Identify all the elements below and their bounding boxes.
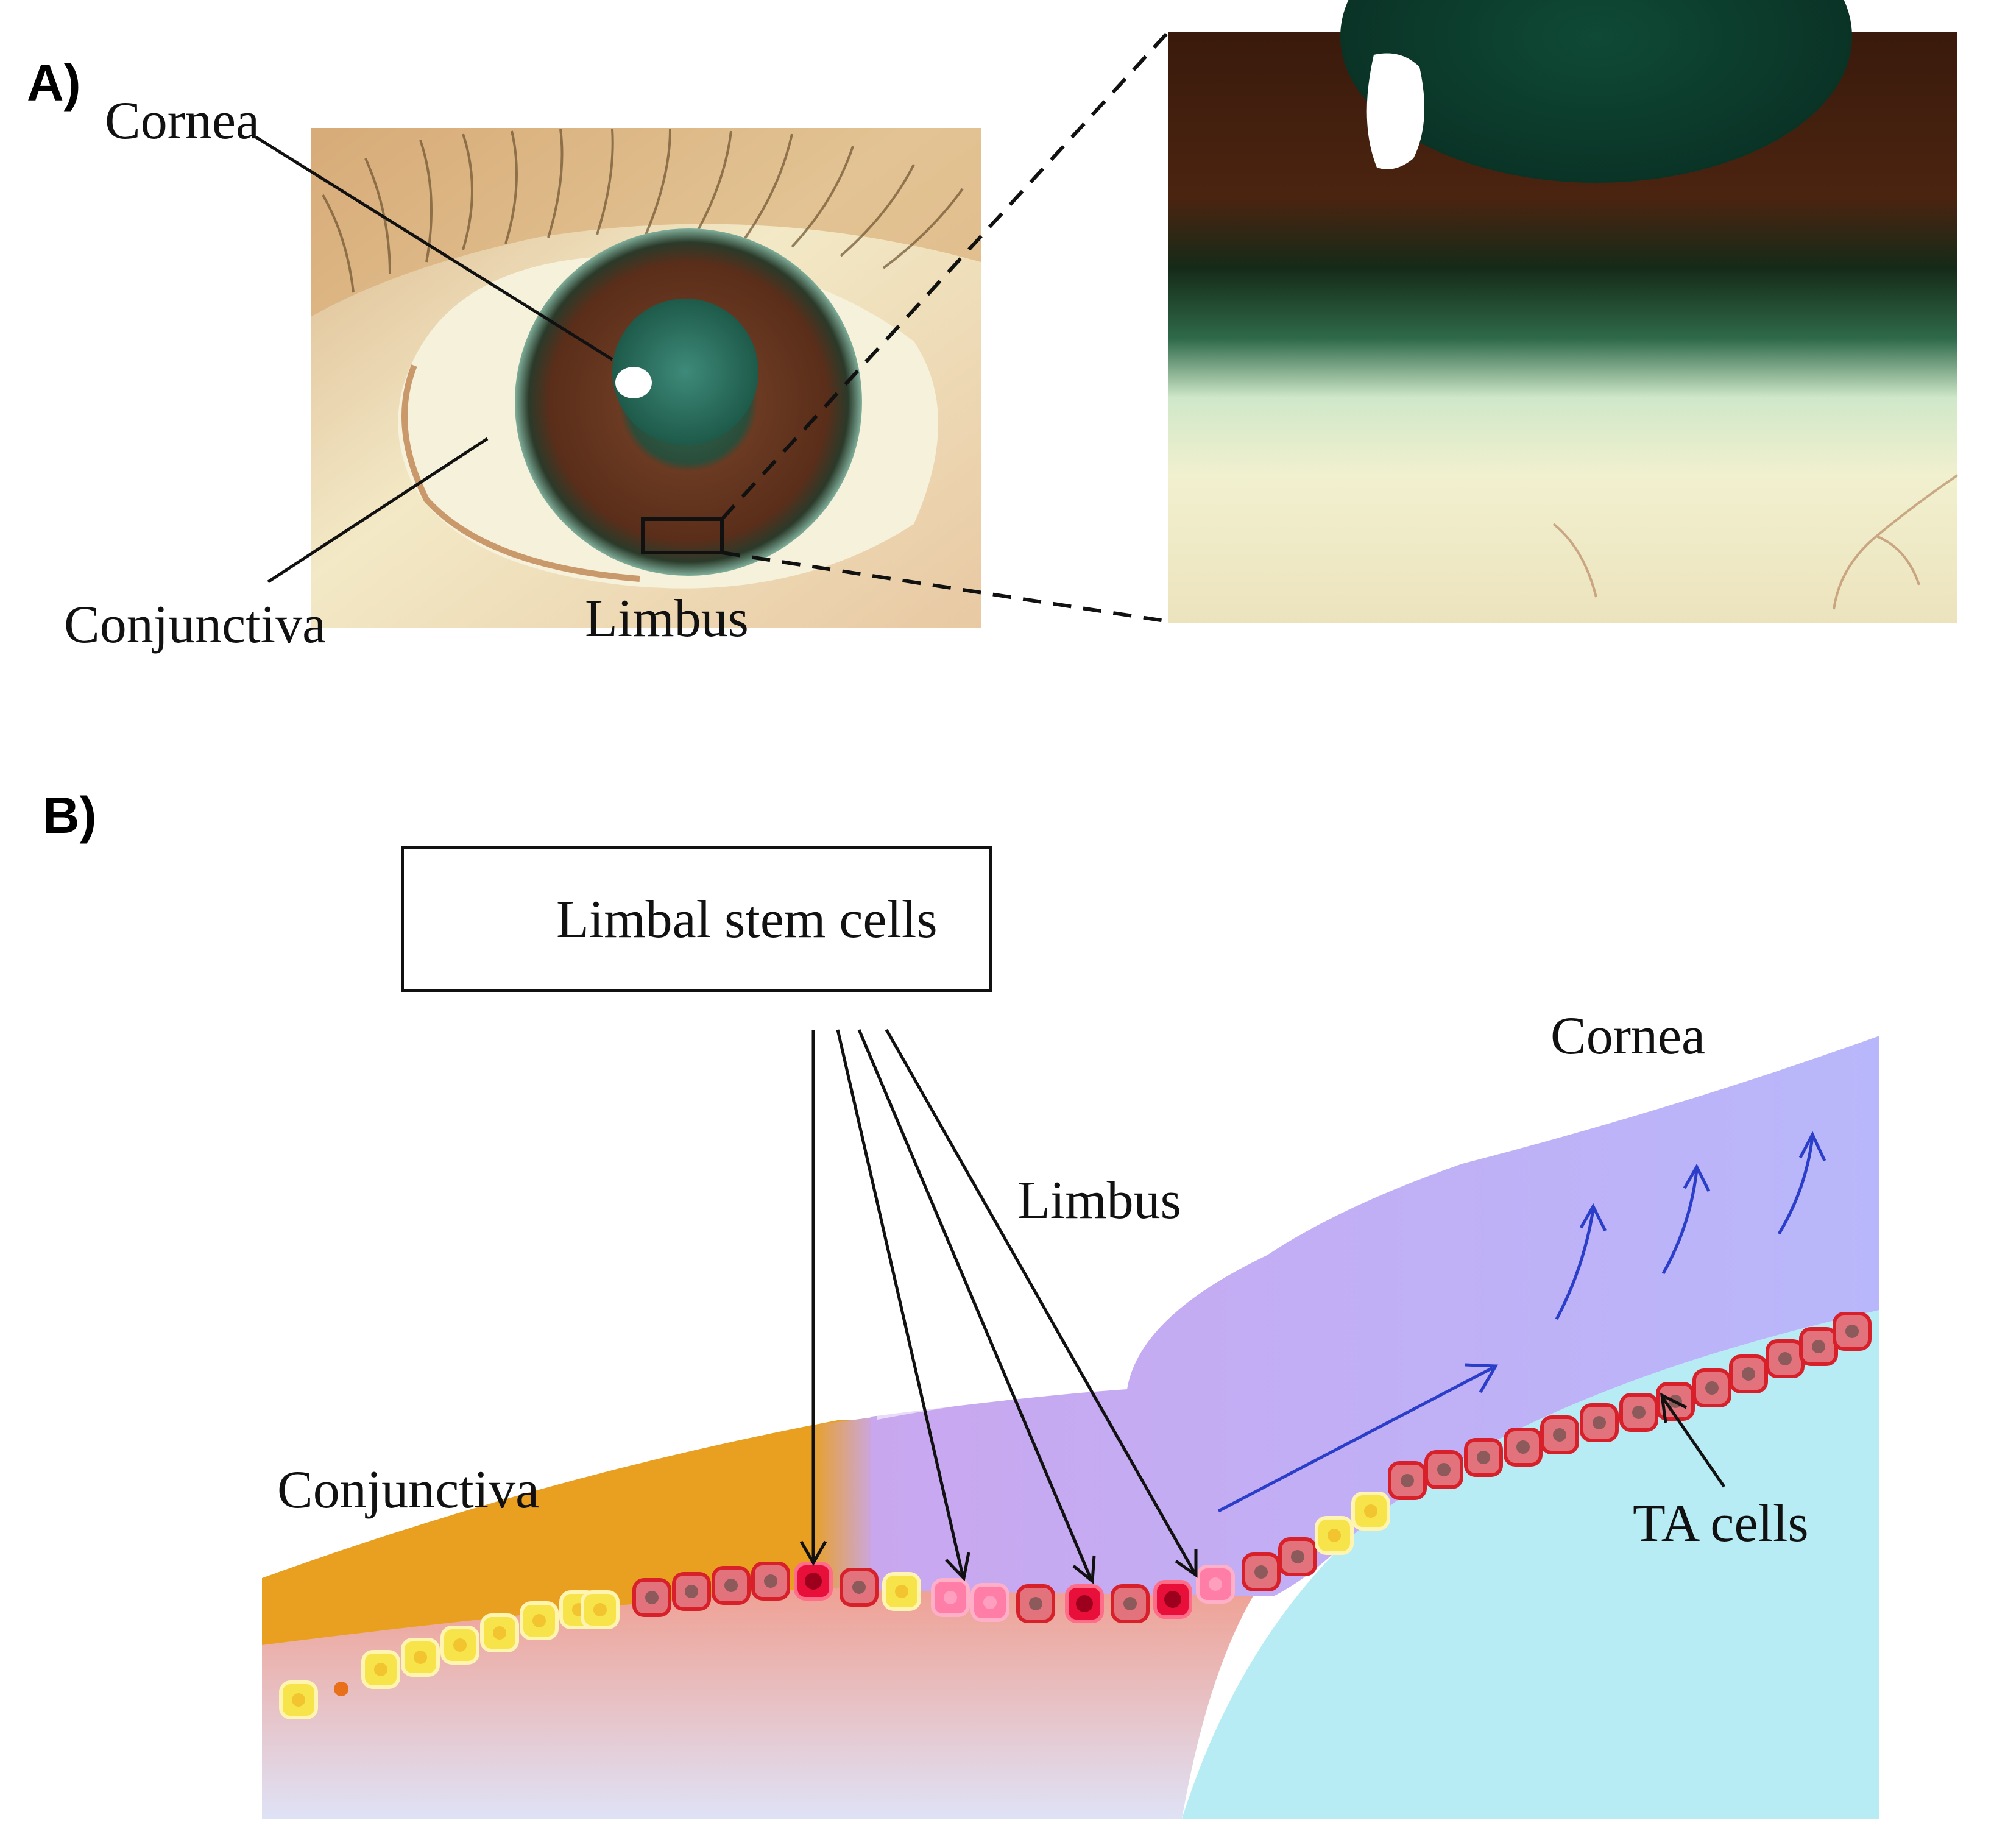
panel-b-label: B) xyxy=(43,787,97,844)
ta-cell xyxy=(1278,1537,1317,1576)
ta-cell xyxy=(1464,1438,1503,1477)
stroma xyxy=(1182,1310,1879,1819)
ta-cell xyxy=(1540,1415,1579,1454)
ta-cell xyxy=(1504,1428,1543,1467)
limbus-box xyxy=(641,517,724,554)
ta-cell xyxy=(840,1568,879,1607)
epithelial-cell-layer xyxy=(279,1312,1872,1719)
ta-cell xyxy=(1424,1450,1463,1489)
ta-cell xyxy=(1016,1584,1055,1623)
legend-label: Limbal stem cells xyxy=(556,890,938,949)
epithelial-cell xyxy=(970,1583,1009,1622)
eye-photo xyxy=(311,128,981,628)
ta-cell xyxy=(1766,1339,1805,1378)
epithelial-cell xyxy=(279,1680,318,1719)
ta-cell xyxy=(712,1566,751,1605)
ta-cell xyxy=(672,1572,711,1611)
label-ta-cells: TA cells xyxy=(1633,1494,1809,1553)
label-conjunctiva-a: Conjunctiva xyxy=(64,595,327,654)
label-cornea-b: Cornea xyxy=(1550,1007,1706,1066)
ta-cell xyxy=(751,1562,790,1601)
epithelial-cell xyxy=(581,1590,620,1629)
epithelial-cell xyxy=(440,1626,479,1665)
ta-cell xyxy=(1833,1312,1872,1351)
ta-cell xyxy=(1692,1368,1731,1407)
ta-cell xyxy=(1729,1354,1768,1393)
epithelial-cell xyxy=(520,1601,559,1640)
epithelial-cell xyxy=(361,1650,400,1689)
ta-cell xyxy=(632,1578,671,1617)
epithelial-cell xyxy=(401,1638,440,1677)
legend-box: Limbal stem cells xyxy=(401,846,992,992)
zoom-reflection xyxy=(1366,53,1424,169)
label-limbus-b: Limbus xyxy=(1017,1171,1181,1230)
panel-a-leader-lines xyxy=(255,135,613,584)
epithelial-cell xyxy=(1315,1516,1354,1555)
ta-cell xyxy=(1580,1403,1619,1442)
corneal-reflection xyxy=(615,367,652,398)
epithelial-cell xyxy=(882,1572,921,1611)
label-limbus-a: Limbus xyxy=(585,589,749,648)
migration-arrows xyxy=(1217,1131,1826,1513)
ta-cell xyxy=(1242,1552,1281,1591)
epithelial-cell xyxy=(1196,1565,1235,1604)
ta-cell xyxy=(1111,1584,1150,1623)
ta-cells-pointer xyxy=(1660,1392,1726,1488)
migration-arrow-up-3 xyxy=(1777,1136,1814,1235)
limbus-zoom-photo xyxy=(1168,0,1959,623)
eyelash-strokes xyxy=(322,129,964,293)
limbal-stem-cell xyxy=(1065,1584,1104,1623)
ta-cell xyxy=(1619,1393,1658,1432)
limbal-stem-cell xyxy=(794,1562,833,1601)
epithelial-cell xyxy=(931,1578,970,1617)
zoom-vessels xyxy=(1552,474,1959,610)
epithelial-cell xyxy=(1351,1492,1390,1531)
ta-cell xyxy=(1799,1327,1838,1366)
ta-cell xyxy=(1388,1461,1427,1500)
limbus-cornea-tissue xyxy=(871,1036,1879,1596)
epithelial-cell xyxy=(334,1682,348,1696)
migration-arrow-up-1 xyxy=(1555,1209,1595,1320)
epithelial-cell xyxy=(480,1613,519,1652)
label-cornea-a: Cornea xyxy=(105,91,260,150)
stem-cell-pointer-arrows xyxy=(799,1028,1198,1584)
label-conjunctiva-b: Conjunctiva xyxy=(277,1460,540,1520)
pupil xyxy=(612,299,758,445)
panel-a-label: A) xyxy=(27,54,81,112)
limbal-stem-cell xyxy=(1153,1580,1192,1619)
zoom-connector-lines xyxy=(720,30,1170,623)
migration-arrow-up-2 xyxy=(1661,1169,1699,1275)
